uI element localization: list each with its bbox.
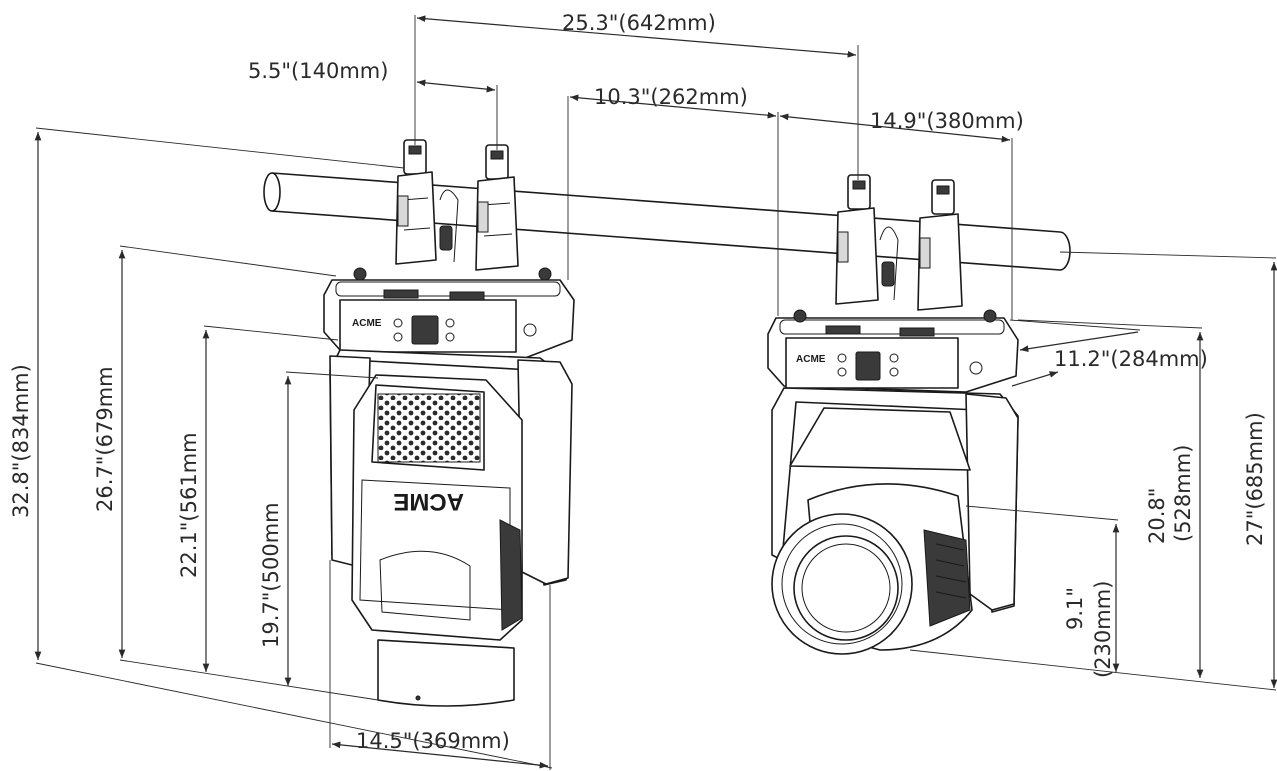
label-right-height-total: 27"(685mm): [1243, 412, 1267, 546]
label-overall-height: 32.8"(834mm): [9, 364, 33, 518]
right-fixture: ACME: [767, 174, 1019, 655]
left-fixture: ACME ACME: [323, 139, 575, 707]
label-height-head-top: 19.7"(500mm: [259, 502, 283, 648]
left-head-vent-grille: [377, 393, 481, 463]
left-base: ACME: [323, 267, 575, 361]
right-display-screen: [855, 351, 881, 381]
right-base-logo: ACME: [796, 354, 826, 365]
dimension-labels: 25.3"(642mm) 5.5"(140mm) 10.3"(262mm) 14…: [9, 11, 1267, 753]
right-lens: [771, 513, 913, 655]
left-head: ACME: [351, 374, 523, 641]
left-cable-clip: [439, 225, 453, 251]
right-base: ACME: [767, 309, 1019, 393]
left-lens-tube: [377, 639, 515, 707]
right-safety-cable: [879, 226, 899, 301]
left-safety-cable: [439, 189, 459, 263]
label-right-height-mid-2: (528mm): [1171, 445, 1195, 542]
right-yoke: [771, 387, 1019, 613]
label-right-head-width: 14.9"(380mm): [870, 109, 1024, 133]
right-clamp-2: [917, 179, 963, 311]
left-display-screen: [411, 315, 439, 345]
right-clamp-1: [835, 174, 879, 305]
dimension-lines: [34, 15, 1277, 770]
label-base-width: 14.5"(369mm): [356, 729, 510, 753]
left-clamp-1: [395, 139, 437, 265]
label-clamp-spacing: 5.5"(140mm): [248, 59, 388, 83]
left-clamp-2: [475, 144, 519, 271]
right-cable-clip: [881, 261, 895, 287]
label-left-to-clamp: 10.3"(262mm): [594, 85, 748, 109]
label-right-height-lens-2: (230mm): [1091, 581, 1115, 678]
label-spacing-total: 25.3"(642mm): [562, 11, 716, 35]
label-depth: 11.2"(284mm): [1054, 347, 1208, 371]
left-base-logo: ACME: [352, 318, 382, 329]
label-height-base-top: 26.7"(679mm: [93, 366, 117, 512]
label-height-yoke-top: 22.1"(561mm: [177, 432, 201, 578]
label-right-height-mid-1: 20.8": [1145, 488, 1169, 544]
label-right-height-lens-1: 9.1": [1063, 587, 1087, 630]
left-head-logo: ACME: [393, 488, 464, 515]
